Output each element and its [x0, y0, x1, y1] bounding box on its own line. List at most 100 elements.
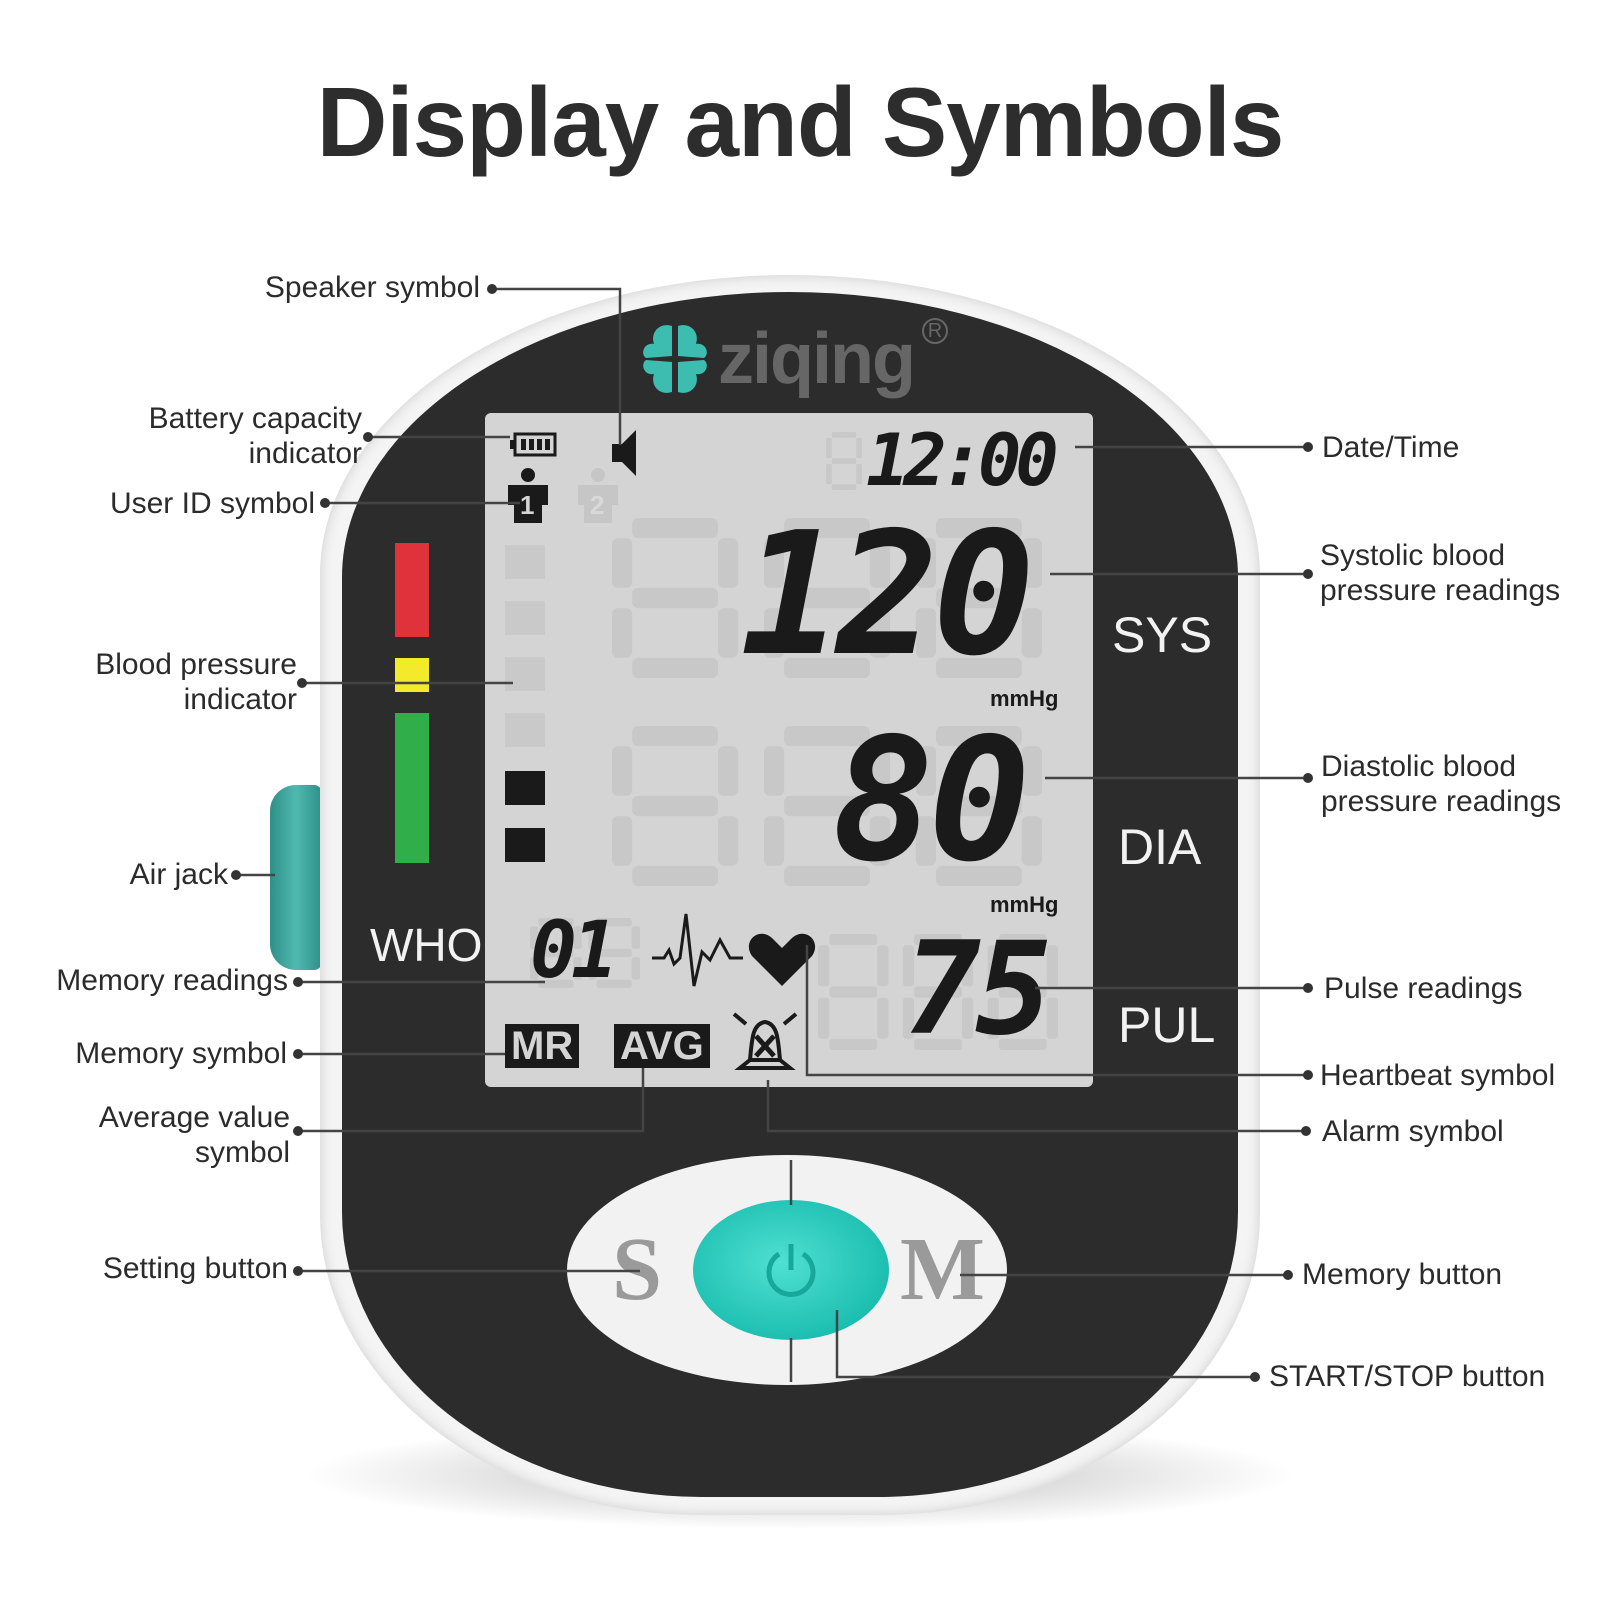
callout-battery: Battery capacity indicator [149, 401, 362, 471]
level-segment-active [505, 771, 545, 805]
time-display: 12:00 [866, 418, 1059, 502]
ghost-segment [936, 657, 1022, 678]
diastolic-unit: mmHg [990, 892, 1059, 917]
level-segment [505, 545, 545, 579]
brand-logo: ziqing R [640, 318, 948, 400]
diastolic-value: 80 [832, 702, 1031, 900]
ghost-segment [1021, 816, 1042, 866]
speaker-icon [612, 430, 636, 476]
ghost-segment [784, 518, 870, 539]
ghost-segment [573, 926, 582, 949]
ghost-segment [914, 986, 962, 998]
callout-memory-button: Memory button [1302, 1258, 1503, 1291]
ghost-segment [530, 957, 539, 980]
callout-diastolic: Diastolic blood pressure readings [1321, 749, 1561, 819]
level-segment [505, 601, 545, 635]
pul-label: PUL [1118, 997, 1216, 1053]
ghost-segment [915, 816, 937, 866]
ghost-segment [1046, 945, 1058, 987]
ghost-segment [826, 463, 832, 485]
pulse-value: 75 [904, 915, 1052, 1064]
user-2-number: 2 [590, 490, 605, 520]
ghost-segment [612, 608, 633, 658]
ghost-segment [936, 865, 1022, 886]
ghost-segment [596, 979, 632, 988]
ghost-segment [588, 957, 597, 980]
ghost-segment [538, 979, 574, 988]
ghost-segment [869, 746, 891, 796]
level-segment [505, 713, 545, 747]
ghost-segment [915, 746, 937, 796]
systolic-value: 120 [740, 496, 1035, 694]
callout-pulse: Pulse readings [1324, 972, 1523, 1005]
ghost-segment [632, 726, 718, 747]
page-title: Display and Symbols [316, 67, 1285, 177]
callout-average-line2: symbol [194, 1136, 290, 1169]
ghost-segment [998, 1038, 1047, 1050]
ghost-segment [936, 518, 1022, 539]
ghost-segment [902, 997, 915, 1039]
air-jack [270, 785, 322, 970]
callout-bp-indicator: Blood pressure indicator [95, 647, 297, 717]
callout-air-jack: Air jack [129, 858, 228, 891]
ghost-segment [829, 986, 878, 998]
ghost-segment [869, 816, 891, 866]
ghost-segment [914, 934, 962, 946]
ghost-segment [763, 746, 785, 796]
average-symbol: AVG [614, 1024, 710, 1068]
time-ghost-segments [826, 432, 862, 490]
ghost-segment [632, 657, 718, 678]
ghost-segment [632, 518, 718, 539]
ghost-segment [856, 463, 862, 485]
ghost-segment [763, 608, 785, 658]
callout-average: Average value symbol [99, 1100, 290, 1170]
setting-button[interactable]: S [612, 1220, 663, 1319]
ghost-segment [829, 1038, 878, 1050]
ecg-wave-icon [652, 913, 743, 987]
ghost-segment [869, 538, 891, 588]
callout-battery-line2: indicator [248, 437, 362, 470]
start-stop-button[interactable] [693, 1200, 889, 1340]
bp-indicator-normal [395, 713, 429, 863]
ghost-segment [631, 957, 640, 980]
pulse-ghost-segments [818, 934, 1058, 1050]
ghost-segment [784, 865, 870, 886]
ghost-segment [961, 997, 974, 1039]
dia-label: DIA [1118, 819, 1202, 875]
diastolic-ghost-segments [612, 726, 1042, 886]
ghost-segment [831, 484, 857, 490]
sys-label: SYS [1112, 607, 1213, 663]
level-segment-active [505, 828, 545, 862]
ghost-segment [763, 816, 785, 866]
heart-icon [748, 933, 816, 986]
ghost-segment [784, 795, 870, 817]
memory-button[interactable]: M [900, 1220, 985, 1319]
systolic-ghost-segments [612, 518, 1042, 678]
bp-indicator-high [395, 543, 429, 637]
ghost-segment [573, 957, 582, 980]
who-label: WHO [370, 919, 483, 971]
clover-logo-icon [643, 325, 707, 393]
memory-ghost-segments [530, 918, 640, 988]
memory-number: 01 [530, 906, 618, 996]
ghost-segment [1021, 746, 1042, 796]
callout-date-time: Date/Time [1322, 431, 1460, 464]
ghost-segment [588, 926, 597, 949]
ghost-segment [831, 458, 857, 464]
ghost-segment [631, 926, 640, 949]
memory-symbol: MR [505, 1024, 580, 1068]
callout-diastolic-line1: Diastolic blood [1321, 750, 1517, 783]
callout-alarm: Alarm symbol [1322, 1115, 1504, 1148]
callout-speaker: Speaker symbol [264, 271, 480, 304]
callout-average-line1: Average value [98, 1101, 290, 1134]
ghost-segment [538, 918, 574, 927]
ghost-segment [596, 948, 632, 958]
ghost-segment [987, 945, 999, 987]
callout-setting-button: Setting button [102, 1252, 288, 1285]
callout-user-id: User ID symbol [109, 487, 315, 520]
ghost-segment [1021, 608, 1042, 658]
ghost-segment [717, 746, 739, 796]
callout-diastolic-line2: pressure readings [1321, 785, 1562, 818]
ghost-segment [936, 726, 1022, 747]
